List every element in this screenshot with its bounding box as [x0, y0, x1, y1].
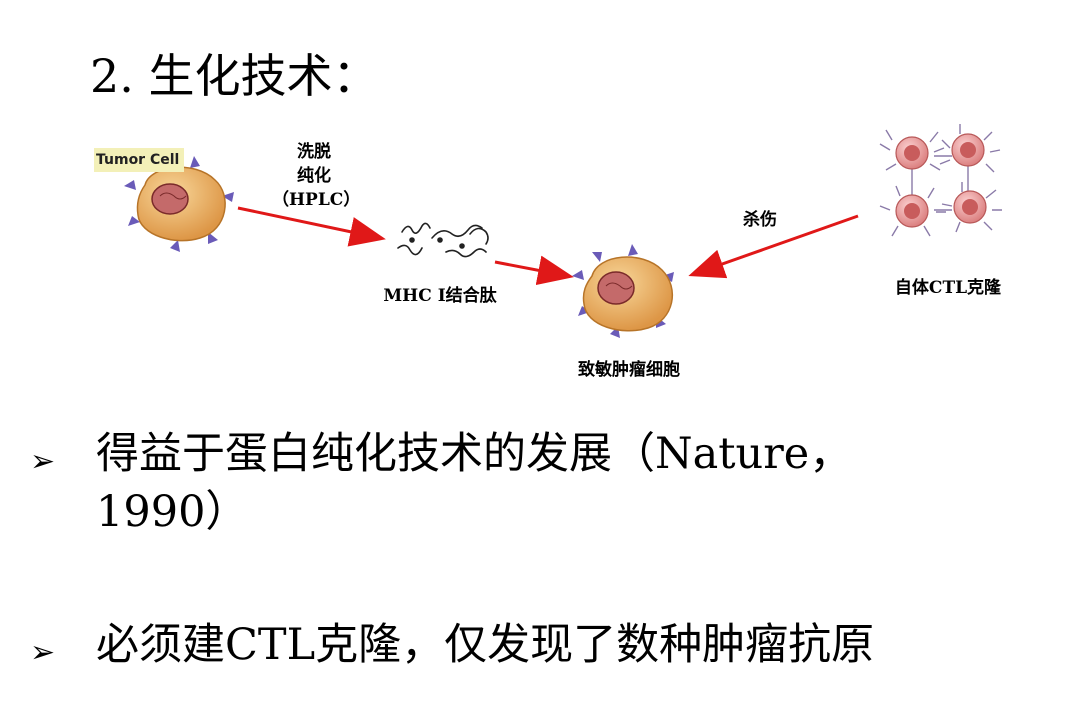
arrow-peptide-to-cell [494, 255, 574, 286]
mhc-peptide-icon [397, 222, 489, 258]
kill-label: 杀伤 [743, 210, 777, 230]
slide-title: 2. 生化技术： [90, 49, 379, 103]
ctl-clone-icon [879, 124, 1002, 237]
bullet-1-line2: 1990） [96, 487, 249, 537]
diagram: Tumor Cell 洗脱 纯化 （HPLC） MHC I结合肽 致敏肿瘤细胞 … [94, 124, 1002, 380]
peptide-label: MHC I结合肽 [383, 286, 497, 306]
bullet-2-line1: 必须建CTL克隆，仅发现了数种肿瘤抗原 [96, 620, 875, 670]
elution-line1: 洗脱 [297, 142, 331, 162]
arrow-bullet-icon: ➢ [30, 635, 56, 670]
diagram-graphics [124, 124, 1002, 338]
tumor-cell-label: Tumor Cell [94, 148, 184, 172]
elution-label: 洗脱 纯化 （HPLC） [272, 140, 361, 212]
sensitized-tumor-cell-icon [572, 244, 674, 338]
bullet-1-line1: 得益于蛋白纯化技术的发展（Nature， [96, 429, 853, 479]
arrow-kill [688, 214, 859, 279]
bullet-item: ➢ 得益于蛋白纯化技术的发展（Nature， 1990） [30, 425, 1050, 541]
ctl-clone-label: 自体CTL克隆 [894, 278, 1002, 298]
arrow-elution [237, 206, 386, 247]
elution-line2: 纯化 [297, 166, 331, 186]
tumor-cell-icon [124, 156, 234, 252]
elution-line3: （HPLC） [272, 190, 361, 210]
bullet-item: ➢ 必须建CTL克隆，仅发现了数种肿瘤抗原 [30, 616, 1070, 674]
sensitized-cell-label: 致敏肿瘤细胞 [578, 360, 680, 380]
arrow-bullet-icon: ➢ [30, 444, 56, 479]
